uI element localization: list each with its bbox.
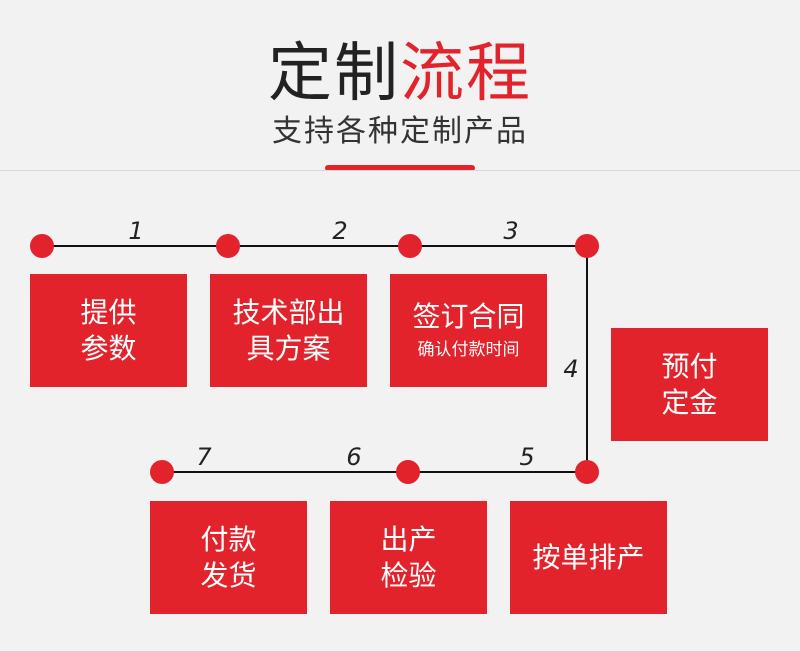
- step-box-line: 具方案: [246, 331, 331, 365]
- flow-node-dot: [575, 460, 599, 484]
- step-box-6: 出产 检验: [330, 501, 487, 614]
- top-connector-line: [42, 245, 588, 247]
- step-box-line: 技术部出: [232, 295, 345, 329]
- step-number-3: 3: [503, 217, 519, 245]
- flow-node-dot: [216, 234, 240, 258]
- header-divider: [0, 170, 800, 171]
- step-box-3: 签订合同 确认付款时间: [390, 274, 547, 387]
- flow-node-dot: [575, 234, 599, 258]
- flow-node-dot: [30, 234, 54, 258]
- step-box-2: 技术部出 具方案: [210, 274, 367, 387]
- title-dark-part: 定制: [268, 37, 400, 111]
- step-box-line: 发货: [200, 558, 257, 592]
- step-number-5: 5: [519, 443, 535, 471]
- step-box-line: 提供: [80, 295, 137, 329]
- step-box-line: 检验: [380, 558, 437, 592]
- flow-node-dot: [150, 460, 174, 484]
- title-red-part: 流程: [400, 37, 532, 111]
- step-box-line: 定金: [661, 385, 718, 419]
- step-number-1: 1: [128, 217, 144, 245]
- step-box-5: 按单排产: [510, 501, 667, 614]
- flow-node-dot: [398, 234, 422, 258]
- step-box-line: 预付: [661, 349, 718, 383]
- step-box-7: 付款 发货: [150, 501, 307, 614]
- step-box-line: 参数: [80, 331, 137, 365]
- step-box-1: 提供 参数: [30, 274, 187, 387]
- step-box-line: 按单排产: [532, 540, 645, 574]
- page-subtitle: 支持各种定制产品: [272, 114, 528, 149]
- bottom-connector-line: [162, 471, 588, 473]
- title-underline: [325, 165, 475, 171]
- step-box-line: 签订合同: [412, 299, 525, 333]
- step-number-7: 7: [196, 443, 212, 471]
- step-number-4: 4: [563, 355, 579, 383]
- step-number-2: 2: [332, 217, 348, 245]
- step-box-4: 预付 定金: [611, 328, 768, 441]
- flow-node-dot: [396, 460, 420, 484]
- step-box-line: 付款: [200, 522, 257, 556]
- page-title: 定制流程: [0, 34, 800, 114]
- step-number-6: 6: [346, 443, 362, 471]
- vertical-connector-line: [586, 246, 588, 473]
- header: 定制流程 支持各种定制产品: [0, 0, 800, 171]
- step-box-line: 出产: [380, 522, 437, 556]
- step-box-subtext: 确认付款时间: [417, 339, 520, 360]
